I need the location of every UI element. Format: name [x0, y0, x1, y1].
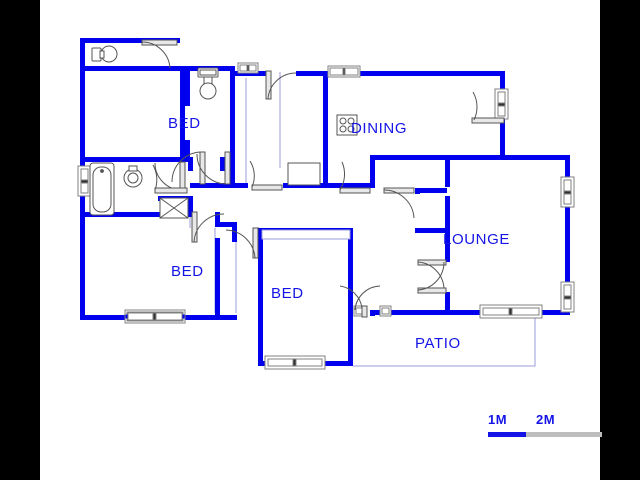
wall-lounge-left-c	[445, 220, 450, 262]
window-kitchen-top	[327, 65, 361, 78]
wall-dining-right	[500, 71, 505, 95]
kitchen-counter	[287, 162, 321, 186]
wall-hall-stub	[415, 188, 420, 194]
bathtub	[89, 162, 115, 216]
wall-bed2-bottom-b	[215, 315, 237, 320]
room-label-patio: PATIO	[415, 335, 461, 352]
door-lounge-french-lower	[417, 261, 447, 294]
wall-wc-top	[80, 38, 180, 43]
doors	[141, 39, 505, 318]
wall-lounge-left-b	[445, 196, 450, 220]
scale-label-2m: 2M	[536, 412, 556, 427]
window-lounge-right-upper	[560, 176, 575, 208]
door-bed3	[225, 227, 259, 259]
door-wc-top	[141, 39, 178, 69]
wall-wc2-left-b	[185, 140, 190, 162]
toilet-wc-kitchen	[197, 67, 219, 100]
wall-patio-top	[375, 310, 447, 315]
wall-wc-left	[80, 38, 85, 70]
floor-plan-sheet: BED BED BED DINING LOUNGE PATIO 1M 2M	[40, 0, 602, 480]
scale-segment-2m	[526, 432, 602, 437]
wall-dining-right-b	[500, 114, 505, 160]
scale-segment-1m	[488, 432, 526, 437]
door-bathroom	[152, 164, 188, 194]
wall-wc2-bottom	[190, 183, 235, 188]
wall-dining-bot-b	[328, 183, 370, 188]
door-bed2	[191, 211, 225, 243]
scale-bar: 1M 2M	[448, 412, 602, 448]
wall-wc-bottom-a	[80, 66, 180, 71]
shower-cubicle	[159, 197, 189, 219]
window-bed3-bottom	[264, 355, 326, 370]
window-lounge-right-lower	[560, 281, 575, 313]
wall-shower-right	[188, 196, 193, 217]
room-label-lounge: LOUNGE	[443, 231, 510, 248]
room-label-dining: DINING	[351, 120, 408, 137]
wall-bed2-right-c	[232, 222, 237, 242]
wall-wc2-right	[230, 66, 235, 188]
wall-hall-connector2	[415, 228, 447, 233]
door-lounge-french-upper	[417, 259, 447, 291]
scale-label-1m: 1M	[488, 412, 508, 427]
wall-bed2-left	[80, 212, 85, 320]
wall-bed2-right-d	[215, 238, 220, 320]
door-kitchen-top	[265, 70, 297, 100]
wall-hall-v1	[370, 155, 375, 188]
door-kitchen-hall	[249, 160, 283, 191]
room-label-bed-main: BED	[271, 285, 304, 302]
room-label-bed-top-left: BED	[168, 115, 201, 132]
wall-dining-bottom	[370, 155, 505, 160]
thin-guide-lines	[189, 72, 536, 367]
wall-bed2-right-b	[215, 222, 237, 227]
wall-lounge-left-a	[445, 155, 450, 187]
wall-pass-b	[220, 157, 225, 171]
wall-bed1-bottom	[80, 157, 185, 162]
wall-dining-top	[328, 71, 505, 76]
wall-bed3-right	[348, 228, 353, 366]
wall-bed3-left	[258, 228, 263, 366]
window-patio-small-b	[379, 305, 392, 317]
window-bathroom-left	[77, 165, 92, 197]
wall-pass-c	[370, 310, 375, 316]
door-dining-lounge	[471, 91, 505, 124]
door-bed1-swing2	[196, 151, 231, 185]
wall-lounge-left-d	[445, 292, 450, 315]
wall-bed1-right	[180, 66, 185, 162]
door-hall-upper	[339, 161, 371, 194]
door-bed3-side	[354, 285, 381, 311]
wall-bath-bottom	[80, 212, 190, 217]
door-hall-lounge	[383, 187, 415, 219]
wall-bed2-right-a	[215, 212, 220, 226]
wall-kitchen-bot-a	[230, 183, 248, 188]
door-patio	[339, 285, 368, 318]
window-wc2-top	[237, 62, 259, 74]
wall-lounge-right	[565, 155, 570, 315]
wall-wc2-left	[185, 66, 190, 106]
window-bed2-bottom	[124, 309, 186, 324]
fixtures	[89, 45, 358, 240]
built-in-cupboard	[261, 229, 351, 240]
wall-bed1-left	[80, 66, 85, 162]
door-wc2	[154, 161, 186, 191]
wall-pass-a	[188, 157, 193, 171]
wall-kitchen-right	[323, 71, 328, 188]
toilet-wc-top	[91, 45, 118, 63]
room-label-bed-bottom-left: BED	[171, 263, 204, 280]
window-lounge-bottom	[479, 304, 543, 319]
floor-plan-drawing	[77, 38, 575, 370]
wall-lounge-top	[445, 155, 570, 160]
wash-basin	[123, 165, 143, 188]
windows	[77, 62, 575, 370]
wall-hall-connector	[415, 188, 447, 193]
window-dining-right	[494, 88, 509, 120]
stove-hob	[336, 114, 358, 136]
